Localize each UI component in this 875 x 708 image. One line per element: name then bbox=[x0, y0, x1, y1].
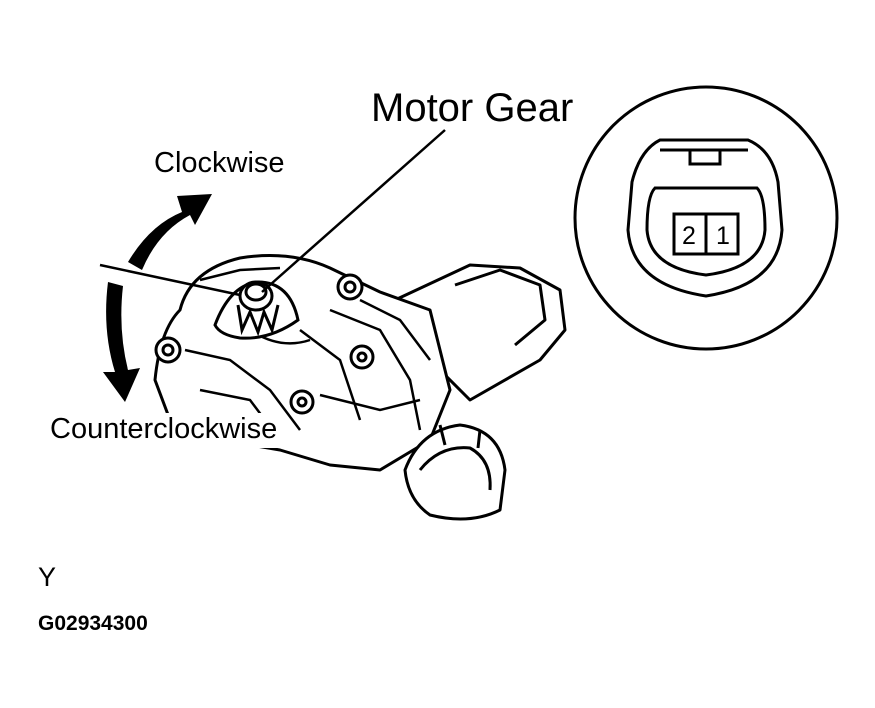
clockwise-arrow bbox=[128, 194, 212, 270]
figure-code: G02934300 bbox=[38, 612, 148, 635]
rotation-arrows bbox=[103, 194, 212, 402]
connector-face bbox=[645, 186, 767, 277]
connector-view bbox=[573, 85, 839, 351]
mounting-bosses bbox=[154, 273, 375, 415]
pin-number-1: 1 bbox=[716, 222, 730, 250]
counterclockwise-label: Counterclockwise bbox=[48, 413, 284, 448]
pin-number-2: 2 bbox=[682, 222, 696, 250]
counterclockwise-arrow bbox=[103, 282, 140, 402]
motor-gear bbox=[213, 280, 300, 340]
connector-view-circle bbox=[573, 85, 839, 351]
connector-latch bbox=[688, 148, 722, 166]
view-label: Y bbox=[38, 562, 57, 592]
clockwise-label: Clockwise bbox=[154, 147, 285, 179]
gear-leader-left bbox=[99, 263, 241, 297]
connector-outline bbox=[626, 138, 784, 298]
motor-gear-label: Motor Gear bbox=[371, 86, 574, 130]
motor-gear-leader bbox=[261, 129, 446, 293]
pin-cavity-1 bbox=[704, 212, 740, 256]
leader-lines bbox=[99, 129, 446, 297]
